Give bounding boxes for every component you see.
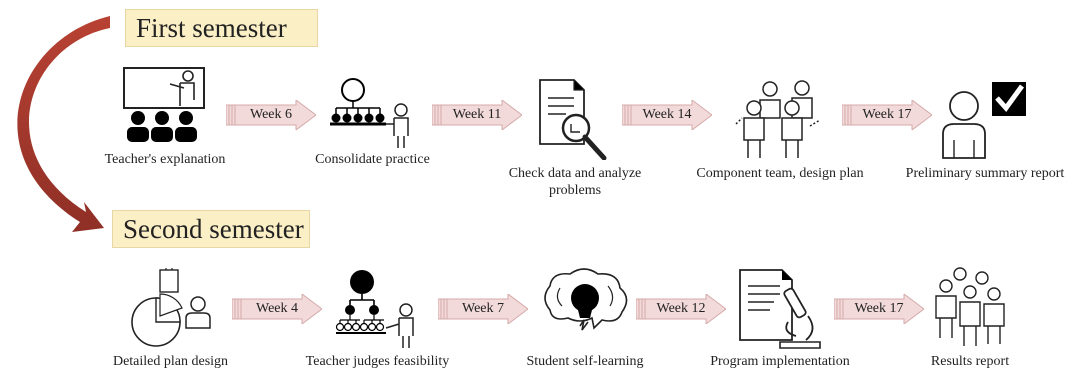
step-label: Check data and analyze problems (508, 166, 642, 198)
week-arrow: Week 6 (226, 100, 316, 130)
week-arrow: Week 17 (842, 100, 932, 130)
document-microscope-icon (736, 268, 822, 350)
step-label: Component team, design plan (696, 166, 864, 181)
week-arrow: Week 17 (834, 294, 924, 324)
step-label: Program implementation (710, 354, 850, 369)
team-people-icon (732, 78, 824, 160)
week-arrow: Week 7 (438, 294, 528, 324)
step-label: Consolidate practice (315, 152, 430, 167)
semester-transition-arrow (17, 16, 110, 232)
document-magnifier-icon (534, 78, 612, 160)
step-label: Teacher's explanation (104, 152, 226, 167)
step-label: Results report (930, 354, 1010, 369)
pie-chart-person-icon (126, 268, 218, 348)
step-label: Preliminary summary report (905, 166, 1065, 181)
week-label: Week 11 (452, 107, 502, 122)
week-arrow: Week 4 (232, 294, 322, 324)
week-label: Week 7 (461, 301, 505, 316)
crowd-people-icon (930, 266, 1016, 350)
week-label: Week 14 (642, 107, 692, 122)
week-label: Week 6 (249, 107, 293, 122)
second-semester-heading: Second semester (112, 210, 310, 248)
week-label: Week 17 (854, 301, 904, 316)
hierarchy-group-icon (328, 76, 418, 148)
step-label: Teacher judges feasibility (305, 354, 450, 369)
step-label: Detailed plan design (112, 354, 229, 369)
step-label: Student self-learning (526, 354, 644, 369)
hierarchy-teacher-icon (332, 268, 424, 350)
week-label: Week 17 (862, 107, 912, 122)
first-semester-heading: First semester (125, 9, 318, 47)
week-label: Week 4 (255, 301, 299, 316)
week-arrow: Week 12 (636, 294, 726, 324)
week-arrow: Week 14 (622, 100, 712, 130)
week-arrow: Week 11 (432, 100, 522, 130)
teacher-classroom-icon (118, 66, 213, 146)
week-label: Week 12 (656, 301, 706, 316)
person-checkbox-icon (940, 78, 1035, 162)
brain-lightbulb-icon (540, 268, 632, 340)
